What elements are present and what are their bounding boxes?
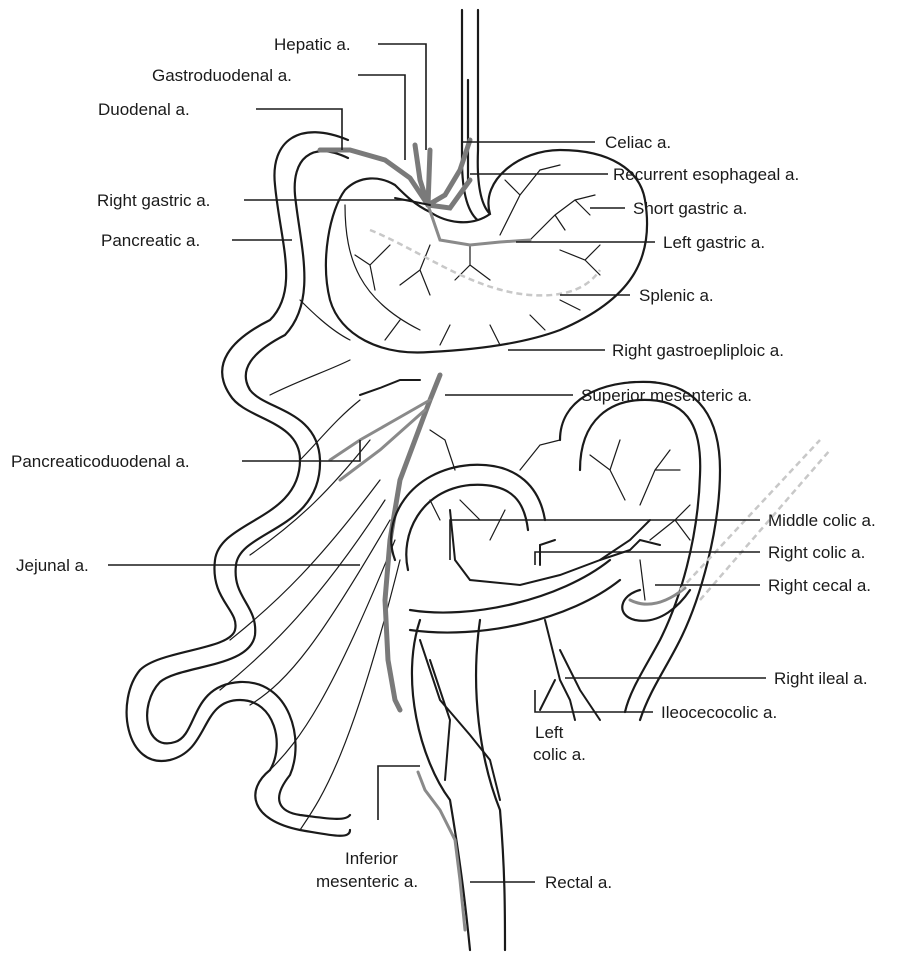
label-rectal: Rectal a. [545, 873, 612, 892]
label-left-colic-line2: colic a. [533, 745, 586, 764]
label-celiac: Celiac a. [605, 133, 671, 152]
superior-mesenteric-vessels [330, 375, 440, 710]
label-right-ileal: Right ileal a. [774, 669, 868, 688]
label-left-colic-line1: Left [535, 723, 564, 742]
label-pancreaticoduodenal: Pancreaticoduodenal a. [11, 452, 190, 471]
label-ileocecocolic: Ileocecocolic a. [661, 703, 777, 722]
label-right-colic: Right colic a. [768, 543, 865, 562]
label-middle-colic: Middle colic a. [768, 511, 876, 530]
label-splenic: Splenic a. [639, 286, 714, 305]
label-superior-mesenteric: Superior mesenteric a. [581, 386, 752, 405]
label-inferior-mesenteric-line1: Inferior [345, 849, 398, 868]
esophagus-aorta [462, 10, 490, 222]
label-left-gastric: Left gastric a. [663, 233, 765, 252]
label-right-gastric: Right gastric a. [97, 191, 210, 210]
colon [391, 382, 830, 950]
label-jejunal: Jejunal a. [16, 556, 89, 575]
label-right-gastroepiploic: Right gastroepliploic a. [612, 341, 784, 360]
label-right-cecal: Right cecal a. [768, 576, 871, 595]
label-inferior-mesenteric-line2: mesenteric a. [316, 872, 418, 891]
label-duodenal: Duodenal a. [98, 100, 190, 119]
label-gastroduodenal: Gastroduodenal a. [152, 66, 292, 85]
label-recurrent-esophageal: Recurrent esophageal a. [613, 165, 799, 184]
stomach [326, 150, 647, 352]
label-hepatic: Hepatic a. [274, 35, 351, 54]
label-short-gastric: Short gastric a. [633, 199, 747, 218]
label-pancreatic: Pancreatic a. [101, 231, 200, 250]
